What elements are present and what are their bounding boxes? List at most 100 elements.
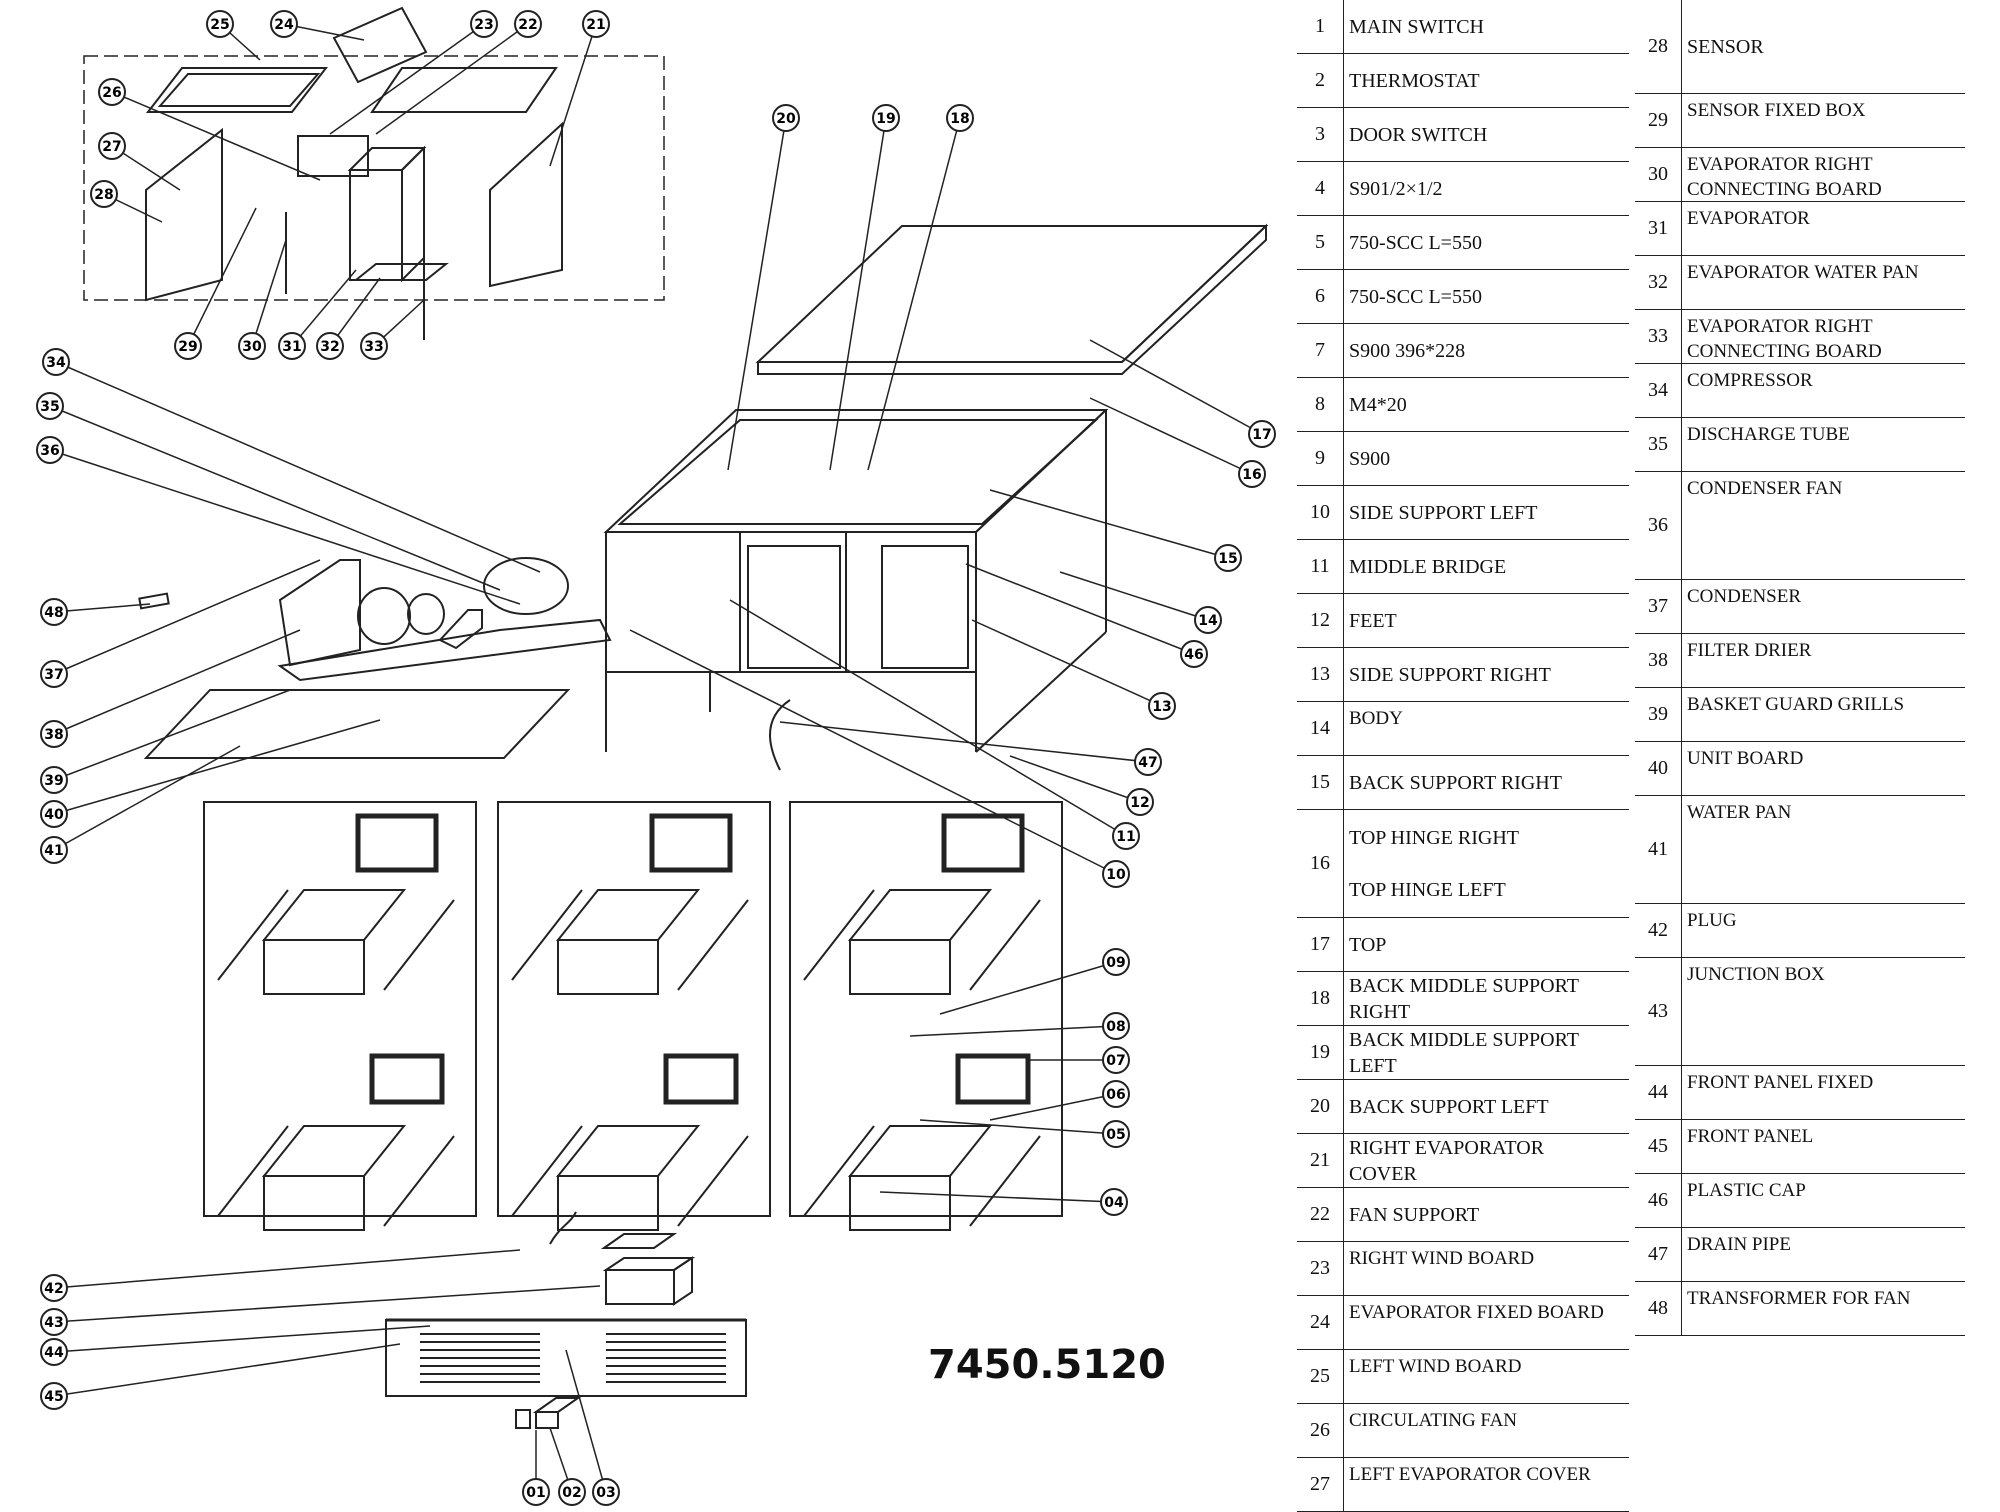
part-number: 22	[1297, 1188, 1344, 1241]
callout-number: 17	[1252, 427, 1271, 443]
part-name: BODY	[1349, 708, 1403, 729]
callout-33: 33	[360, 332, 388, 360]
part-number: 5	[1297, 216, 1344, 269]
leader-line	[1089, 339, 1263, 435]
drawer-part	[803, 1125, 875, 1217]
callout-17: 17	[1248, 420, 1276, 448]
part-name: TOP HINGE RIGHT TOP HINGE LEFT	[1349, 826, 1519, 901]
callout-number: 32	[320, 339, 339, 355]
part-name: EVAPORATOR WATER PAN	[1687, 262, 1919, 283]
leader-line	[251, 239, 287, 347]
callout-number: 07	[1106, 1053, 1125, 1069]
leader-line	[989, 489, 1229, 559]
part-number: 42	[1635, 904, 1682, 957]
leader-line	[53, 719, 381, 815]
part-number: 12	[1297, 594, 1344, 647]
callout-35: 35	[36, 392, 64, 420]
part-number: 36	[1635, 472, 1682, 579]
callout-number: 34	[46, 355, 66, 371]
part-number: 40	[1635, 742, 1682, 795]
drawer-part	[803, 889, 875, 981]
callout-10: 10	[1102, 860, 1130, 888]
callout-number: 39	[44, 773, 63, 789]
callout-02: 02	[558, 1478, 586, 1506]
part-name: RIGHT EVAPORATOR COVER	[1349, 1136, 1545, 1185]
part-name: PLASTIC CAP	[1687, 1180, 1806, 1201]
leader-line	[53, 689, 291, 781]
callout-circle	[1102, 860, 1130, 888]
callout-08: 08	[1102, 1012, 1130, 1040]
part-name: S900	[1349, 447, 1391, 470]
part-number: 39	[1635, 688, 1682, 741]
part-name: BASKET GUARD GRILLS	[1687, 694, 1905, 715]
part-number: 33	[1635, 310, 1682, 363]
callout-circle	[40, 800, 68, 828]
part-name: EVAPORATOR FIXED BOARD	[1349, 1302, 1604, 1323]
part-number: 45	[1635, 1120, 1682, 1173]
callout-number: 40	[44, 807, 64, 823]
part-name: 750-SCC L=550	[1349, 231, 1482, 254]
callout-circle	[98, 132, 126, 160]
callout-circle	[1126, 788, 1154, 816]
leader-line	[729, 599, 1127, 837]
callout-43: 43	[40, 1308, 68, 1336]
leader-line	[779, 721, 1149, 763]
callout-circle	[360, 332, 388, 360]
callout-42: 42	[40, 1274, 68, 1302]
part-number: 10	[1297, 486, 1344, 539]
part-number: 41	[1635, 796, 1682, 903]
callout-number: 37	[44, 667, 63, 683]
callout-24: 24	[270, 10, 298, 38]
callout-number: 38	[44, 727, 63, 743]
callout-number: 03	[596, 1485, 615, 1501]
callout-number: 19	[876, 111, 895, 127]
drawer-part	[263, 1175, 365, 1231]
leader-line	[111, 91, 321, 181]
part-name: BACK MIDDLE SUPPORT RIGHT	[1349, 974, 1579, 1023]
callout-36: 36	[36, 436, 64, 464]
callout-circle	[174, 332, 202, 360]
callout-41: 41	[40, 836, 68, 864]
part-name: EVAPORATOR	[1687, 208, 1810, 229]
part-number: 8	[1297, 378, 1344, 431]
callout-circle	[40, 836, 68, 864]
part-number: 29	[1635, 94, 1682, 147]
callout-number: 14	[1198, 613, 1218, 629]
callout-number: 12	[1130, 795, 1149, 811]
leader-line	[989, 1093, 1117, 1121]
drawer-part	[261, 1125, 407, 1177]
callout-number: 10	[1106, 867, 1126, 883]
leader-line	[867, 117, 961, 471]
drawer-part	[557, 939, 659, 995]
callout-number: 22	[518, 17, 537, 33]
callout-number: 02	[562, 1485, 581, 1501]
part-name: COMPRESSOR	[1687, 370, 1813, 391]
callout-circle	[1180, 640, 1208, 668]
callout-circle	[1112, 822, 1140, 850]
callout-number: 15	[1218, 551, 1237, 567]
callout-number: 43	[44, 1315, 63, 1331]
part-number: 9	[1297, 432, 1344, 485]
callout-number: 18	[950, 111, 969, 127]
leader-line	[55, 361, 541, 573]
part-name: SIDE SUPPORT RIGHT	[1349, 663, 1551, 686]
part-number: 4	[1297, 162, 1344, 215]
callout-number: 11	[1116, 829, 1135, 845]
callout-circle	[42, 348, 70, 376]
door-gasket	[955, 1053, 1031, 1105]
callout-circle	[1238, 460, 1266, 488]
leader-line	[187, 207, 257, 347]
model-number: 7450.5120	[928, 1342, 1166, 1388]
part-number: 3	[1297, 108, 1344, 161]
